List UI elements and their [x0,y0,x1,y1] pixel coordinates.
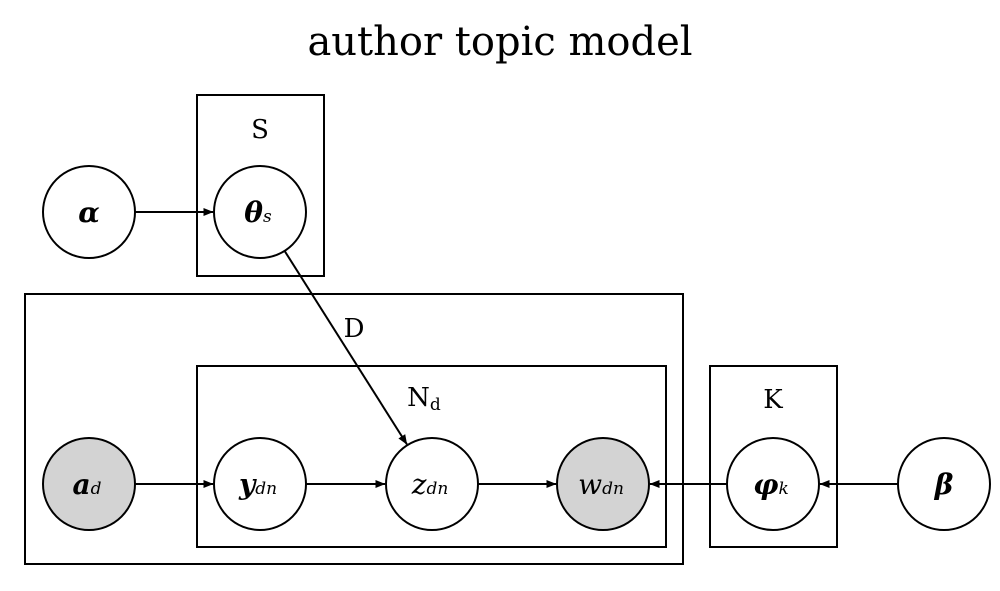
latent-node-circle [42,165,136,259]
plate-label-main: N [407,383,430,413]
latent-node-circle [897,437,991,531]
observed-node-circle [42,437,136,531]
node-symbol: φ [753,468,779,501]
node-symbol: z [411,468,427,501]
node-subscript: dn [255,479,277,499]
node-subscript: dn [426,479,448,499]
plate-rect [24,293,684,565]
node-y-dn: ydn [213,437,307,531]
node-beta: β [897,437,991,531]
latent-node-circle [213,165,307,259]
plate-nd: Nd [196,365,667,548]
plate-rect [709,365,838,548]
plate-label: Nd [407,383,441,415]
edge-theta_s-to-z_dn [283,250,408,445]
plate-s: S [196,94,325,277]
plate-rect [196,94,325,277]
node-w-dn: wdn [556,437,650,531]
plate-label-main: S [251,115,269,145]
node-symbol: w [578,468,602,501]
diagram-title: author topic model [307,19,692,65]
node-label: ydn [238,468,277,501]
observed-node-circle [556,437,650,531]
plate-d: D [24,293,684,565]
latent-node-circle [385,437,479,531]
plate-label-main: K [763,385,783,415]
plate-label: D [344,314,365,344]
node-subscript: k [779,479,789,499]
plates-layer: S D Nd K [24,94,838,565]
node-label: φk [753,468,789,501]
node-subscript: d [91,479,102,499]
plate-label-sub: d [430,395,441,415]
node-symbol: y [238,468,257,501]
node-phi-k: φk [726,437,820,531]
node-symbol: a [72,468,90,501]
node-a-d: ad [42,437,136,531]
node-subscript: s [263,207,272,227]
node-subscript: dn [602,479,624,499]
node-symbol: α [78,196,100,229]
node-label: θs [244,196,272,229]
node-theta-s: θs [213,165,307,259]
latent-node-circle [726,437,820,531]
plate-label: K [763,385,783,415]
latent-node-circle [213,437,307,531]
node-label: wdn [578,468,624,501]
node-z-dn: zdn [385,437,479,531]
node-symbol: β [934,468,954,501]
node-alpha: α [42,165,136,259]
plate-label: S [251,115,269,145]
edges-layer [135,208,898,488]
node-symbol: θ [244,196,263,229]
plate-label-main: D [344,314,365,344]
node-label: β [934,468,954,501]
node-label: ad [72,468,101,501]
plate-rect [196,365,667,548]
node-label: zdn [411,468,449,501]
node-label: α [78,196,100,229]
plate-k: K [709,365,838,548]
